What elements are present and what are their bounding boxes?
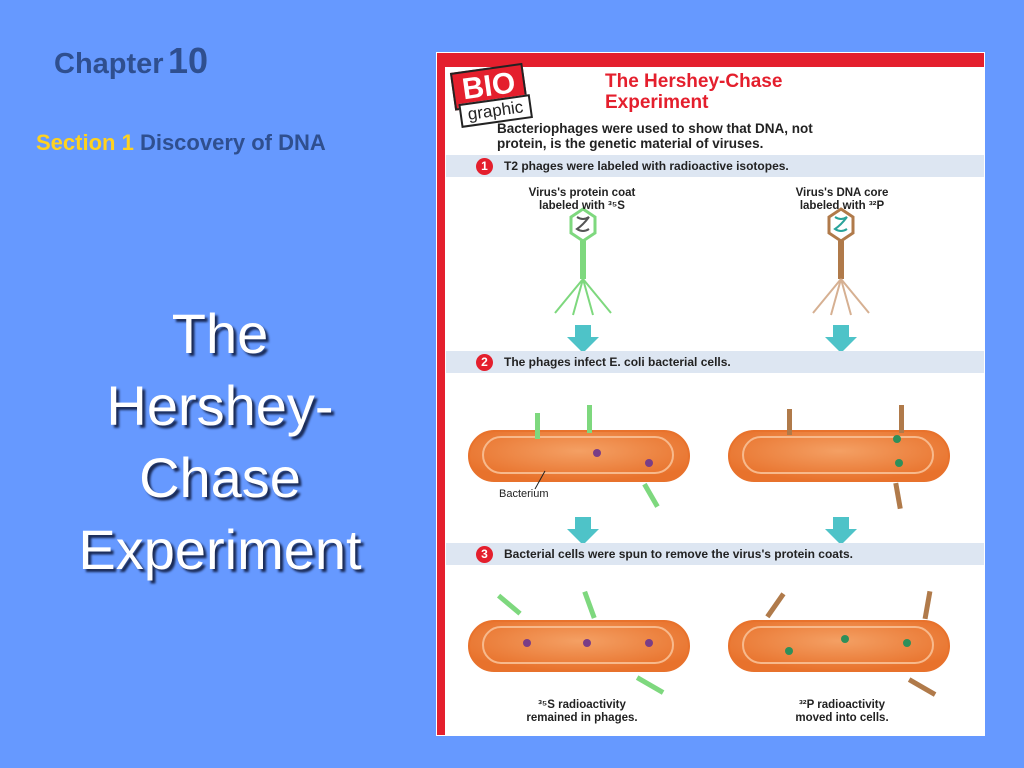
step-1: 1 T2 phages were labeled with radioactiv… bbox=[446, 155, 984, 177]
figure-title-line: The Hershey-Chase bbox=[605, 71, 783, 92]
step-text: Bacterial cells were spun to remove the … bbox=[504, 547, 853, 561]
step-number: 2 bbox=[476, 354, 493, 371]
title-line: Experiment bbox=[78, 518, 362, 581]
bacterium-label: Bacterium bbox=[499, 488, 549, 500]
figure-top-bar bbox=[437, 53, 984, 67]
step-text: The phages infect E. coli bacterial cell… bbox=[504, 355, 731, 369]
spun-cell-left bbox=[468, 590, 690, 695]
title-line: Chase bbox=[139, 446, 301, 509]
figure-title: The Hershey-Chase Experiment bbox=[605, 71, 965, 113]
protein-label: Virus's protein coat labeled with ³⁵S bbox=[507, 187, 657, 213]
slide-title: The Hershey- Chase Experiment bbox=[20, 298, 420, 586]
intro-line: protein, is the genetic material of viru… bbox=[497, 136, 764, 151]
step-3: 3 Bacterial cells were spun to remove th… bbox=[446, 543, 984, 565]
step-text: T2 phages were labeled with radioactive … bbox=[504, 159, 789, 173]
figure-illustration bbox=[468, 207, 950, 697]
figure-intro: Bacteriophages were used to show that DN… bbox=[497, 121, 967, 151]
chapter-word: Chapter bbox=[54, 48, 164, 80]
chapter-number: 10 bbox=[168, 40, 209, 81]
section-label: Section 1 bbox=[36, 130, 134, 155]
protein-label-line: labeled with ³⁵S bbox=[539, 200, 625, 212]
intro-line: Bacteriophages were used to show that DN… bbox=[497, 121, 813, 136]
protein-label-line: Virus's protein coat bbox=[528, 187, 636, 199]
bacterium-cell-left bbox=[468, 405, 690, 508]
biographic-figure: BIO graphic The Hershey-Chase Experiment… bbox=[436, 52, 985, 736]
spun-cell-right bbox=[728, 590, 950, 697]
title-line: Hershey- bbox=[106, 374, 334, 437]
down-arrow-icon bbox=[567, 325, 857, 545]
result-left-line: ³⁵S radioactivity bbox=[538, 699, 626, 711]
dna-label-line: Virus's DNA core bbox=[795, 187, 889, 199]
result-left-line: remained in phages. bbox=[526, 712, 638, 724]
section-text: Discovery of DNA bbox=[139, 130, 326, 155]
bacterium-cell-right bbox=[728, 405, 950, 510]
result-right-line: moved into cells. bbox=[795, 712, 889, 724]
dna-label: Virus's DNA core labeled with ³²P bbox=[767, 187, 917, 213]
dna-label-line: labeled with ³²P bbox=[799, 200, 885, 212]
title-line: The bbox=[171, 302, 269, 365]
result-left: ³⁵S radioactivity remained in phages. bbox=[507, 699, 657, 725]
chapter-heading: Chapter 10 bbox=[54, 40, 208, 82]
phage-dna-labeled bbox=[812, 207, 870, 316]
figure-side-bar bbox=[437, 53, 445, 735]
step-2: 2 The phages infect E. coli bacterial ce… bbox=[446, 351, 984, 373]
phage-protein-labeled bbox=[554, 207, 612, 316]
step-number: 1 bbox=[476, 158, 493, 175]
figure-title-line: Experiment bbox=[605, 92, 709, 113]
result-right: ³²P radioactivity moved into cells. bbox=[767, 699, 917, 725]
step-number: 3 bbox=[476, 546, 493, 563]
section-heading: Section 1 Discovery of DNA bbox=[36, 130, 326, 156]
result-right-line: ³²P radioactivity bbox=[798, 699, 886, 711]
